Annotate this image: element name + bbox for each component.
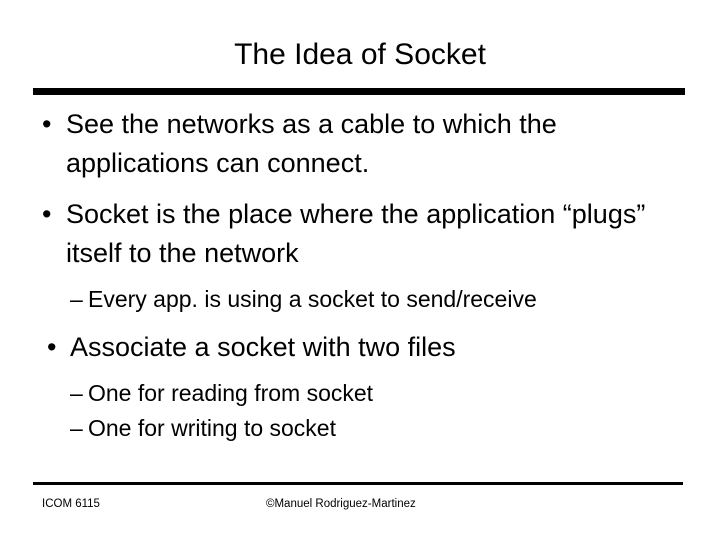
dash-marker-icon: – [70,286,83,312]
footer-copyright: ©Manuel Rodriguez-Martinez [266,498,416,510]
bullet-marker-icon: • [47,332,57,362]
slide-footer: ICOM 6115 ©Manuel Rodriguez-Martinez [0,496,720,516]
bullet-text: Socket is the place where the applicatio… [66,199,646,268]
page-title: The Idea of Socket [234,38,486,71]
footer-divider-rule [33,482,683,485]
sub-bullet-item-3: – One for writing to socket [0,412,720,445]
sub-bullet-text: One for writing to socket [88,415,336,441]
bullet-list: • See the networks as a cable to which t… [0,105,720,445]
sub-bullet-item-2: – One for reading from socket [0,377,720,410]
bullet-marker-icon: • [42,109,52,139]
dash-marker-icon: – [70,415,83,441]
bullet-item-2: • Socket is the place where the applicat… [0,195,720,273]
title-divider-rule [33,88,685,95]
bullet-text: See the networks as a cable to which the… [66,109,557,178]
bullet-item-1: • See the networks as a cable to which t… [0,105,720,183]
footer-course-code: ICOM 6115 [42,498,100,510]
bullet-marker-icon: • [42,199,52,229]
sub-bullet-item-1: – Every app. is using a socket to send/r… [0,283,720,316]
bullet-text: Associate a socket with two files [70,332,456,362]
sub-bullet-text: Every app. is using a socket to send/rec… [88,286,537,312]
bullet-item-3: • Associate a socket with two files [0,328,720,367]
dash-marker-icon: – [70,380,83,406]
sub-bullet-text: One for reading from socket [88,380,374,406]
